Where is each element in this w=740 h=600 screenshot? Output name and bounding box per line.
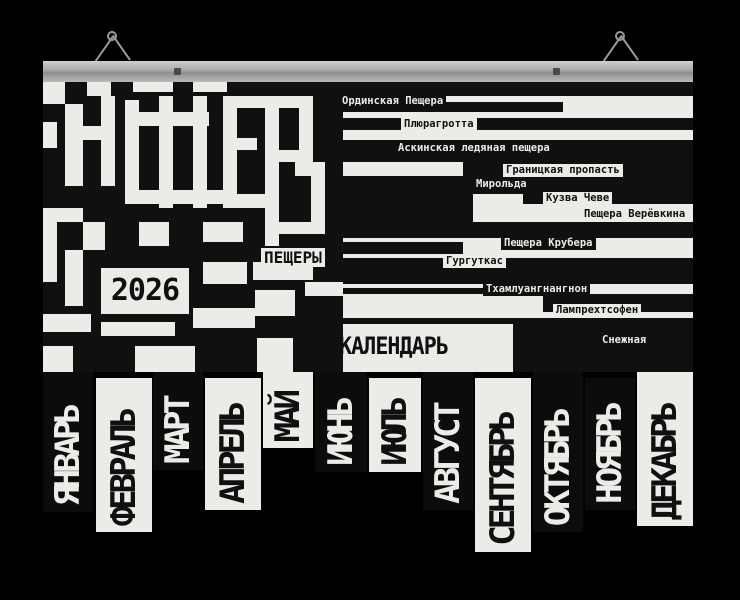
year-label: 2026 [110, 273, 180, 308]
graphic-block [133, 82, 173, 92]
month-strip-november: НОЯБРЬ [585, 378, 635, 510]
month-strip-january: ЯНВАРЬ [43, 372, 93, 512]
graphic-block [265, 150, 311, 162]
graphic-block [43, 122, 57, 148]
graphic-block [101, 96, 115, 186]
year-box: 2026 [101, 268, 189, 314]
month-label: ЯНВАРЬ [48, 407, 88, 506]
month-label: ДЕКАБРЬ [645, 404, 685, 520]
month-label: МАЙ [268, 392, 308, 442]
graphic-block [223, 138, 257, 150]
cave-label: Кузва Чеве [543, 192, 613, 205]
rail-screw-left [174, 68, 181, 75]
stripe [343, 318, 693, 324]
hanger-hook-left [107, 31, 117, 41]
graphic-block [43, 222, 57, 282]
graphic-block [159, 96, 173, 208]
graphic-block [203, 262, 247, 284]
cave-label: Гургуткас [443, 255, 506, 268]
graphic-block [311, 176, 325, 234]
month-strip-october: ОКТЯБРЬ [533, 372, 583, 532]
cave-label: Пещера Крубера [501, 237, 596, 250]
graphic-block [135, 346, 195, 372]
graphic-block [257, 338, 293, 372]
month-label: ФЕВРАЛЬ [104, 410, 144, 526]
cave-label: Мирольда [473, 178, 530, 191]
month-strip-march: МАРТ [153, 372, 203, 470]
cave-label: Тхамлуангнангнон [483, 283, 591, 296]
graphic-block [305, 282, 343, 296]
graphic-block [223, 96, 237, 208]
cave-label: Ординская Пещера [339, 95, 447, 108]
stripe [343, 82, 693, 96]
cave-label: Плюрагротта [401, 118, 477, 131]
graphic-block [43, 314, 91, 332]
month-label: ИЮЛЬ [375, 400, 415, 466]
month-label: ИЮНЬ [321, 400, 361, 466]
cave-label: Аскинская ледяная пещера [395, 142, 553, 155]
graphic-block [193, 308, 255, 328]
graphic-block [83, 222, 105, 250]
hanging-rail [43, 61, 693, 82]
stripe [343, 118, 693, 130]
month-strip-june: ИЮНЬ [315, 372, 367, 472]
month-label: МАРТ [158, 398, 198, 464]
graphic-block [265, 96, 279, 246]
graphic-block [101, 322, 175, 336]
month-label: НОЯБРЬ [590, 405, 630, 504]
stripe [343, 194, 473, 222]
stripe [343, 258, 693, 284]
graphic-block [255, 290, 295, 316]
cave-label: Снежная [599, 334, 650, 347]
stripe [343, 242, 463, 254]
graphic-block [125, 190, 223, 204]
month-label: СЕНТЯБРЬ [483, 414, 523, 546]
month-strip-april: АПРЕЛЬ [205, 378, 261, 510]
graphic-block [65, 250, 83, 306]
graphic-block [65, 104, 83, 186]
month-strip-may: МАЙ [263, 372, 313, 448]
graphic-block [193, 82, 227, 92]
hanger-hook-right [615, 31, 625, 41]
cave-label: Границкая пропасть [503, 164, 623, 177]
month-label: АВГУСТ [428, 405, 468, 504]
month-strip-september: СЕНТЯБРЬ [475, 378, 531, 552]
stripe [343, 222, 693, 238]
graphic-block [193, 96, 207, 208]
month-label: ОКТЯБРЬ [538, 410, 578, 526]
graphic-block [43, 346, 73, 372]
month-strip-december: ДЕКАБРЬ [637, 372, 693, 526]
month-label: АПРЕЛЬ [213, 405, 253, 504]
graphic-block [87, 82, 111, 96]
graphic-block [223, 194, 265, 208]
month-strip-february: ФЕВРАЛЬ [96, 378, 152, 532]
graphic-block [43, 208, 83, 222]
graphic-block [139, 222, 169, 246]
rail-screw-right [553, 68, 560, 75]
graphic-block [43, 82, 65, 104]
graphic-block [203, 222, 243, 242]
stripe [513, 324, 693, 372]
graphic-block [279, 222, 325, 234]
poster: Ординская Пещера Плюрагротта Аскинская л… [43, 82, 693, 372]
stripe [343, 102, 563, 112]
graphic-block [223, 96, 265, 108]
caves-heading: ПЕЩЕРЫ [261, 248, 325, 267]
graphic-block [299, 96, 313, 162]
graphic-block [295, 162, 325, 176]
stripe [343, 288, 513, 294]
cave-label: Пещера Верёвкина [581, 208, 689, 221]
graphic-block [125, 100, 139, 204]
cave-label: Лампрехтсофен [553, 304, 642, 317]
month-strip-july: ИЮЛЬ [369, 378, 421, 472]
calendar-heading: КАЛЕНДАРЬ [339, 332, 449, 360]
month-strip-august: АВГУСТ [423, 372, 473, 510]
